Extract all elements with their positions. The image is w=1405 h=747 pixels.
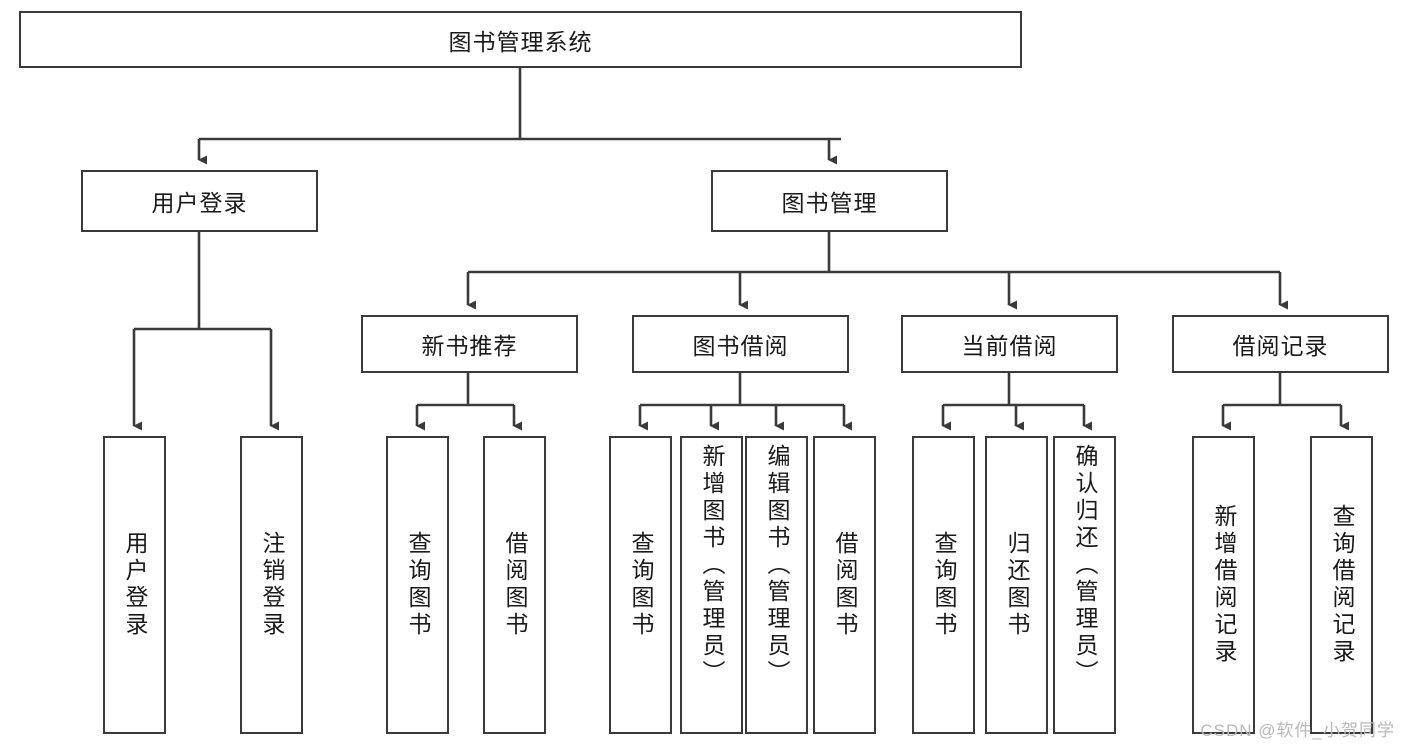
node-borrow-record-label: 借阅记录 (1232, 333, 1329, 359)
node-leaf-borrow-book-1-label: 借阅图书 (502, 531, 528, 639)
node-leaf-edit-book[interactable]: 编辑图书（管理员） (745, 436, 808, 734)
node-leaf-user-login[interactable]: 用户登录 (103, 436, 166, 734)
node-book-manage-label: 图书管理 (781, 190, 878, 216)
csdn-watermark: CSDN @软件_小贺同学 (1200, 721, 1395, 740)
node-user-login[interactable]: 用户登录 (81, 170, 318, 232)
node-leaf-query-book-2[interactable]: 查询图书 (609, 436, 672, 734)
node-new-book-rec[interactable]: 新书推荐 (361, 315, 578, 373)
node-leaf-query-record[interactable]: 查询借阅记录 (1310, 436, 1373, 734)
node-leaf-borrow-book-1[interactable]: 借阅图书 (483, 436, 546, 734)
node-leaf-edit-book-label: 编辑图书（管理员） (764, 444, 790, 687)
node-book-borrow[interactable]: 图书借阅 (632, 315, 849, 373)
node-leaf-query-book-1-label: 查询图书 (405, 531, 431, 639)
node-leaf-logout[interactable]: 注销登录 (240, 436, 303, 734)
node-leaf-logout-label: 注销登录 (259, 531, 285, 639)
node-root[interactable]: 图书管理系统 (19, 11, 1022, 68)
node-leaf-borrow-book-2[interactable]: 借阅图书 (813, 436, 876, 734)
node-leaf-add-book[interactable]: 新增图书（管理员） (680, 436, 743, 734)
node-leaf-return-book[interactable]: 归还图书 (985, 436, 1048, 734)
node-leaf-confirm-return-label: 确认归还（管理员） (1072, 444, 1098, 687)
node-root-label: 图书管理系统 (448, 28, 593, 55)
node-book-manage[interactable]: 图书管理 (711, 170, 948, 232)
node-book-borrow-label: 图书借阅 (692, 333, 789, 359)
node-leaf-add-record-label: 新增借阅记录 (1211, 504, 1237, 666)
node-current-borrow-label: 当前借阅 (961, 333, 1058, 359)
node-new-book-rec-label: 新书推荐 (421, 333, 518, 359)
node-leaf-confirm-return[interactable]: 确认归还（管理员） (1053, 436, 1116, 734)
node-leaf-query-book-3[interactable]: 查询图书 (912, 436, 975, 734)
node-leaf-return-book-label: 归还图书 (1004, 531, 1030, 639)
node-leaf-add-book-label: 新增图书（管理员） (699, 444, 725, 687)
node-leaf-add-record[interactable]: 新增借阅记录 (1192, 436, 1255, 734)
node-current-borrow[interactable]: 当前借阅 (901, 315, 1118, 373)
node-leaf-query-record-label: 查询借阅记录 (1329, 504, 1355, 666)
node-leaf-user-login-label: 用户登录 (122, 531, 148, 639)
node-borrow-record[interactable]: 借阅记录 (1172, 315, 1389, 373)
node-user-login-label: 用户登录 (151, 190, 248, 216)
node-leaf-borrow-book-2-label: 借阅图书 (832, 531, 858, 639)
node-leaf-query-book-2-label: 查询图书 (628, 531, 654, 639)
node-leaf-query-book-1[interactable]: 查询图书 (386, 436, 449, 734)
node-leaf-query-book-3-label: 查询图书 (931, 531, 957, 639)
